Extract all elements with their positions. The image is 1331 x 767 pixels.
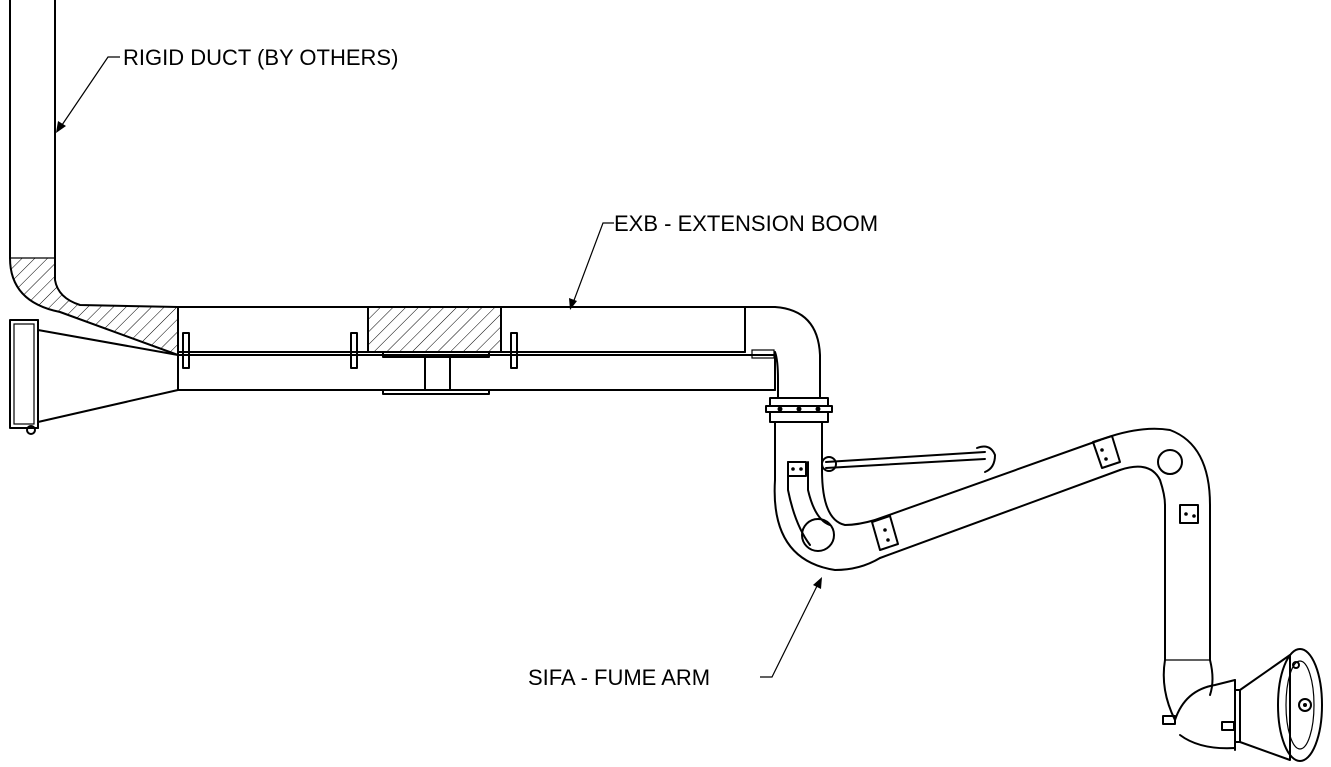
label-rigid-duct: RIGID DUCT (BY OTHERS)	[123, 45, 398, 70]
label-fume-arm: SIFA - FUME ARM	[528, 665, 710, 690]
wall-bracket	[9, 319, 179, 435]
rigid-duct	[9, 0, 56, 259]
leader-fume-arm	[760, 577, 822, 678]
capture-hood	[1174, 648, 1323, 762]
fume-arm	[773, 421, 1214, 725]
extension-boom	[177, 306, 821, 399]
leader-rigid-duct	[56, 56, 120, 133]
leader-extension-boom	[569, 222, 614, 310]
duct-elbow	[9, 257, 179, 356]
rotating-joint	[765, 397, 833, 423]
label-extension-boom: EXB - EXTENSION BOOM	[614, 211, 878, 236]
